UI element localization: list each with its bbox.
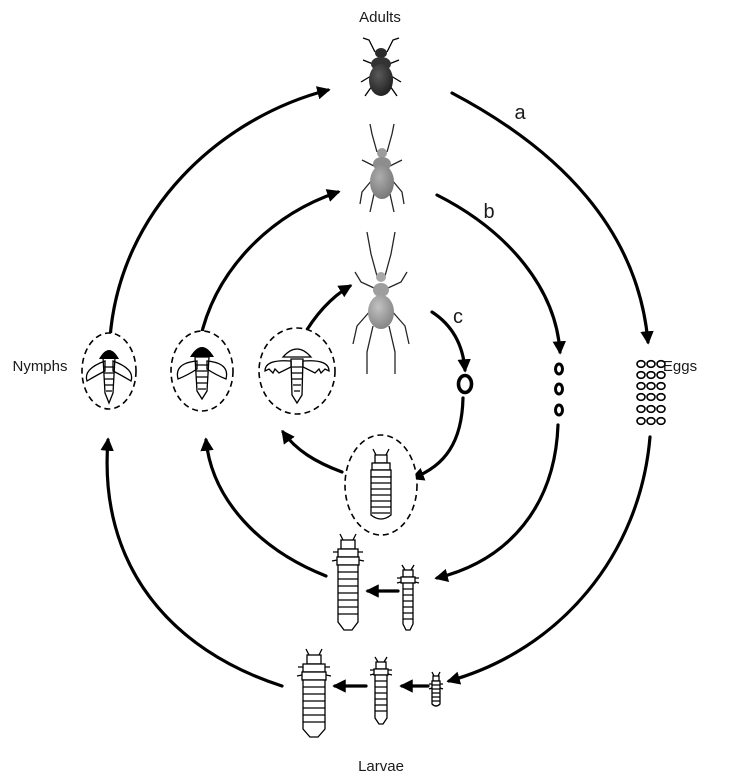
pathway-a-label: a (514, 102, 526, 124)
larva-large-bottom (297, 649, 331, 737)
eggs-label: Eggs (663, 358, 697, 375)
arrow-nymph-b-to-adult-b (200, 192, 338, 340)
larva-small-middle (397, 565, 419, 630)
larvae-label: Larvae (358, 758, 404, 775)
egg-c (459, 376, 472, 393)
larva-medium-bottom (370, 657, 392, 724)
arrow-larva-c-to-nymph-c (283, 432, 342, 472)
adult-beetle-a (361, 38, 401, 96)
adult-beetle-b (360, 124, 404, 212)
nymph-b (171, 331, 233, 411)
arrow-eggs-to-small-larva-b (437, 425, 558, 578)
eggs-cluster-b (556, 364, 563, 415)
adults-label: Adults (359, 9, 401, 26)
arrow-egg-to-larva-c (413, 398, 463, 478)
larva-in-cocoon-c (345, 435, 417, 535)
larva-large-middle (332, 534, 364, 630)
pathway-c-label: c (453, 306, 463, 328)
pathway-b-label: b (483, 201, 494, 223)
nymphs-label: Nymphs (12, 358, 67, 375)
adult-beetle-c (353, 232, 409, 374)
arrow-nymph-a-to-adult-a (110, 90, 328, 338)
nymph-a (82, 333, 136, 409)
eggs-cluster-a (637, 361, 665, 425)
arrow-adult-b-to-eggs (437, 195, 560, 352)
arrow-large-larva-to-nymph-a (107, 440, 282, 686)
arrow-larva-b-to-nymph-b (206, 440, 326, 576)
larva-small-bottom (429, 672, 443, 706)
nymph-c (259, 328, 335, 414)
